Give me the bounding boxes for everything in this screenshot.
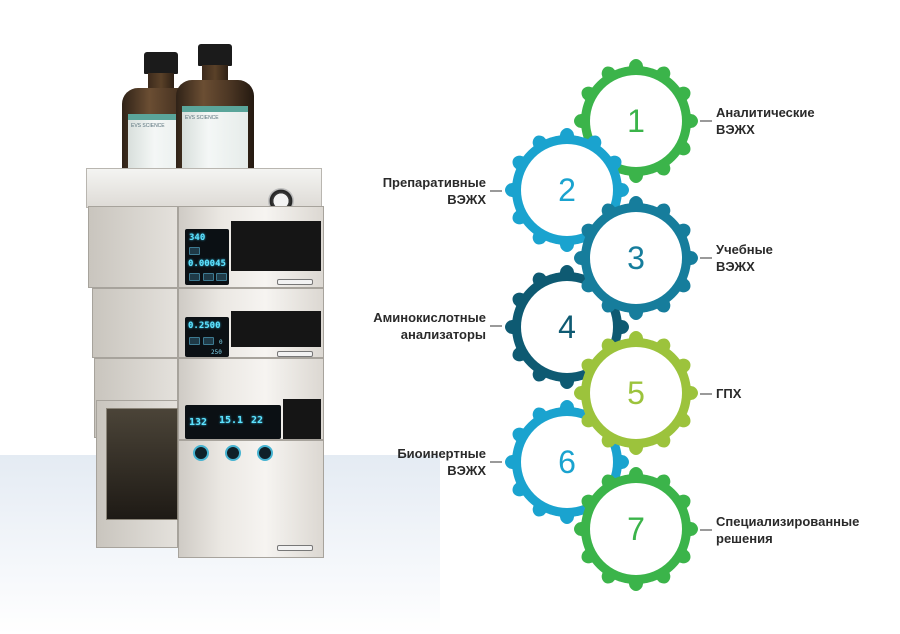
solvent-bottle: EVS SCIENCE [176, 44, 254, 179]
gear-number: 4 [558, 309, 576, 345]
autosampler-module [178, 440, 324, 558]
detector-button[interactable] [189, 273, 200, 281]
absorbance-readout: 0.00045 [188, 259, 226, 269]
pump-module: 0.2500 0 250 [178, 288, 324, 358]
temp-readout-2: 15.1 [219, 415, 244, 426]
label-amino-acid-analyzers: Аминокислотные анализаторы [373, 309, 486, 343]
detector-display-panel: 340 0.00045 [185, 229, 229, 285]
gear-icon [574, 467, 698, 591]
thermostat-module: 132 15.1 22 [178, 358, 324, 440]
label-line: Учебные [716, 242, 773, 257]
brand-badge [277, 545, 313, 551]
detector-button[interactable] [216, 273, 227, 281]
control-knob[interactable] [257, 445, 273, 461]
pump-front-cover [231, 311, 321, 347]
temp-readout-3: 22 [251, 415, 264, 426]
label-line: ВЭЖХ [716, 259, 755, 274]
detector-front-cover [231, 221, 321, 271]
thermostat-display-panel: 132 15.1 22 [185, 405, 281, 439]
label-specialized-solutions: Специализированные решения [716, 513, 859, 547]
pump-small-readout: 0 [219, 339, 223, 346]
label-line: Препаративные [382, 175, 486, 190]
thermostat-front-cover [283, 399, 321, 439]
label-analytical-hplc: Аналитические ВЭЖХ [716, 104, 815, 138]
label-bioinert-hplc: Биоинертные ВЭЖХ [397, 445, 486, 479]
module-side-panel [92, 288, 178, 358]
gear-number: 5 [627, 375, 645, 411]
label-preparative-hplc: Препаративные ВЭЖХ [383, 174, 486, 208]
label-line: ВЭЖХ [716, 122, 755, 137]
brand-badge [277, 351, 313, 357]
gear-number: 6 [558, 444, 576, 480]
label-connector [700, 257, 712, 259]
control-knob[interactable] [193, 445, 209, 461]
label-line: анализаторы [400, 327, 486, 342]
label-educational-hplc: Учебные ВЭЖХ [716, 241, 773, 275]
detector-button[interactable] [203, 273, 214, 281]
detector-module: 340 0.00045 [178, 206, 324, 288]
label-line: Биоинертные [397, 446, 486, 461]
gear-5: 5 [571, 328, 701, 458]
label-connector [490, 190, 502, 192]
gear-number: 3 [627, 240, 645, 276]
label-line: решения [716, 531, 773, 546]
label-connector [490, 325, 502, 327]
pump-play-button[interactable] [189, 337, 200, 345]
control-knob[interactable] [225, 445, 241, 461]
label-line: ВЭЖХ [447, 192, 486, 207]
wavelength-readout: 340 [189, 233, 206, 243]
gear-number: 2 [558, 172, 576, 208]
label-connector [700, 529, 712, 531]
label-line: ГПХ [716, 386, 742, 401]
bottle-label: EVS SCIENCE [182, 106, 248, 176]
module-side-panel [88, 206, 178, 288]
label-line: Специализированные [716, 514, 860, 529]
label-connector [700, 120, 712, 122]
brand-badge [277, 279, 313, 285]
label-connector [700, 393, 712, 395]
label-line: ВЭЖХ [447, 463, 486, 478]
gear-number: 7 [627, 511, 645, 547]
gear-number: 1 [627, 103, 645, 139]
gear-icon [574, 196, 698, 320]
column-compartment-window [106, 408, 178, 520]
gear-7: 7 [571, 464, 701, 594]
pump-forward-button[interactable] [203, 337, 214, 345]
label-gpc: ГПХ [716, 385, 741, 402]
label-line: Аналитические [716, 105, 815, 120]
gear-icon [574, 331, 698, 455]
gear-3: 3 [571, 193, 701, 323]
detector-button[interactable] [189, 247, 200, 255]
temp-readout-1: 132 [189, 417, 208, 428]
label-line: Аминокислотные [373, 310, 486, 325]
pump-display-panel: 0.2500 0 250 [185, 317, 229, 357]
flow-readout: 0.2500 [188, 321, 221, 331]
label-connector [490, 461, 502, 463]
pump-small-readout: 250 [211, 349, 222, 356]
